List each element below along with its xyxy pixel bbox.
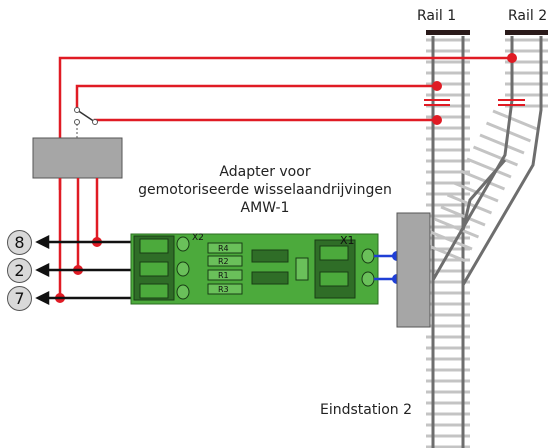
isolation-marks — [424, 99, 525, 106]
label-r3: R3 — [218, 285, 229, 294]
label-x2: X2 — [192, 233, 204, 243]
rail2-right-rail — [461, 36, 543, 286]
resistors — [207, 242, 243, 295]
diodes — [295, 257, 309, 281]
red-wires-down — [58, 178, 99, 298]
rail1-buffer-stop — [426, 30, 470, 35]
switch-box — [32, 137, 123, 179]
terminal-arrows — [35, 234, 135, 306]
label-x1: X1 — [340, 234, 355, 247]
relay-components — [251, 249, 289, 285]
label-r1: R1 — [218, 271, 229, 280]
adapter-title: Adapter voor gemotoriseerde wisselaandri… — [125, 163, 405, 217]
frog-rail — [461, 159, 507, 231]
switch-contacts — [74, 107, 98, 138]
turnout-motor-box — [396, 212, 431, 328]
terminal-8: 8 — [7, 230, 32, 255]
adapter-title-line3: AMW-1 — [240, 200, 290, 216]
rail2-buffer-stop — [505, 30, 548, 35]
rail2-sleeper — [459, 169, 506, 191]
screw-heads-x2 — [176, 236, 190, 300]
adapter-board — [130, 233, 379, 305]
rail2-left-rail — [431, 36, 514, 281]
rail2-sleeper — [427, 229, 473, 251]
rail2-sleeper — [479, 133, 525, 155]
terminal-2: 2 — [7, 258, 32, 283]
rail2-sleeper — [440, 205, 486, 227]
label-r2: R2 — [218, 257, 229, 266]
adapter-title-line1: Adapter voor — [219, 164, 311, 180]
station-label: Eindstation 2 — [320, 402, 413, 418]
rail2-sleeper — [466, 157, 512, 179]
rail1-label: Rail 1 — [417, 8, 457, 24]
rail2-sleeper — [433, 217, 480, 239]
rail2-sleeper — [472, 145, 519, 167]
rail-connection-dots — [432, 53, 517, 125]
adapter-title-line2: gemotoriseerde wisselaandrijvingen — [138, 182, 392, 198]
rail2-sleeper — [492, 109, 538, 131]
label-r4: R4 — [218, 244, 229, 253]
rail2-label: Rail 2 — [508, 8, 548, 24]
terminal-7: 7 — [7, 286, 32, 311]
